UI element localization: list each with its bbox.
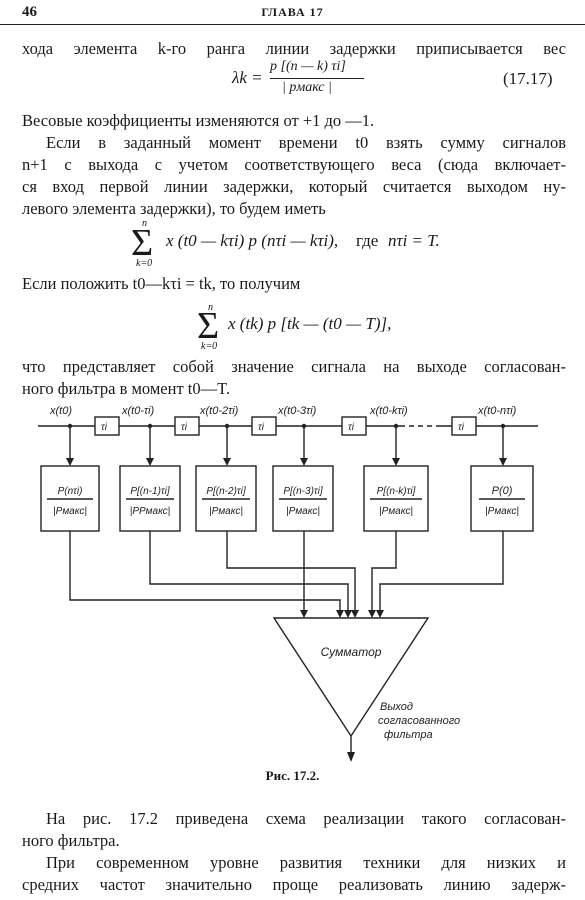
sum-upper-limit: n — [142, 218, 147, 229]
signal-label: x(t0) — [49, 405, 72, 417]
eq-lhs: λk = — [232, 68, 263, 87]
signal-label: x(t0-kτi) — [369, 405, 408, 417]
eq-numerator: p [(n — k) τi] — [270, 59, 346, 74]
weight-numerator: P(nτi) — [58, 486, 83, 497]
delay-box — [341, 416, 367, 436]
delay-label: τi — [348, 422, 355, 433]
delay-label: τi — [181, 422, 188, 433]
signal-label: x(t0-τi) — [121, 405, 155, 417]
text-line: левого элемента задержки), то будем имет… — [22, 199, 326, 218]
text-line: Если положить t0—kτi = tk, то получим — [22, 274, 301, 293]
weight-numerator: P[(n-3)τi] — [283, 486, 323, 497]
sum-upper-limit: n — [208, 302, 213, 313]
weight-denominator: |PPмакс| — [130, 506, 171, 517]
text-line: ного фильтра. — [22, 831, 120, 850]
delay-label: τi — [458, 422, 465, 433]
text-line: что представляет собой значение сигнала … — [22, 357, 566, 376]
output-label: согласованного — [378, 715, 460, 727]
signal-label: x(t0-nτi) — [477, 405, 517, 417]
sum-lower-limit: k=0 — [201, 341, 218, 352]
weight-denominator: |Pмакс| — [286, 506, 320, 517]
delay-label: τi — [101, 422, 108, 433]
delay-box — [251, 416, 277, 436]
text-line: ного фильтра в момент t0—T. — [22, 379, 231, 398]
delay-box — [174, 416, 200, 436]
eq-condition: nτi = T. — [388, 231, 440, 250]
figure-caption: Рис. 17.2. — [265, 768, 320, 783]
equation-number: (17.17) — [503, 69, 553, 88]
weight-denominator: |Pмакс| — [209, 506, 243, 517]
text-line: n+1 с выхода с учетом соответствующего в… — [22, 155, 566, 174]
delay-label: τi — [258, 422, 265, 433]
weight-box — [272, 465, 334, 532]
page-number: 46 — [22, 4, 37, 20]
weight-numerator: P[(n-k)τi] — [377, 486, 416, 497]
chapter-title: ГЛАВА 17 — [261, 5, 324, 19]
sum-sign: Σ — [131, 222, 154, 264]
output-label: Выход — [380, 701, 413, 713]
output-label: фильтра — [384, 729, 433, 741]
text-line: Если в заданный момент времени t0 взять … — [46, 133, 566, 152]
text-line: На рис. 17.2 приведена схема реализации … — [46, 809, 566, 828]
figure-17-2-block-diagram: x(t0) x(t0-τi) x(t0-2τi) x(t0-3τi) x(t0-… — [38, 405, 538, 762]
weight-numerator: P[(n-2)τi] — [206, 486, 246, 497]
text-line: Весовые коэффициенты изменяются от +1 до… — [22, 111, 375, 130]
signal-label: x(t0-3τi) — [277, 405, 317, 417]
weight-numerator: P[(n-1)τi] — [130, 486, 170, 497]
eq-denominator: | pмакс | — [282, 80, 332, 95]
text-line: средних частот значительно проще реализо… — [22, 875, 566, 894]
text-line: хода элемента k-го ранга линии задержки … — [22, 39, 566, 58]
text-line: При современном уровне развития техники … — [46, 853, 566, 872]
adder-label: Сумматор — [321, 645, 382, 659]
eq-where: где — [356, 231, 379, 250]
sum-sign: Σ — [197, 305, 220, 347]
weight-numerator: P(0) — [492, 485, 513, 497]
adder-triangle — [272, 617, 430, 738]
delay-box — [94, 416, 120, 436]
sum-lower-limit: k=0 — [136, 258, 153, 269]
delay-box — [451, 416, 477, 436]
fraction-bar — [270, 78, 364, 79]
weight-denominator: |Pмакс| — [379, 506, 413, 517]
weight-box — [195, 465, 257, 532]
weight-denominator: |Pмакс| — [53, 506, 87, 517]
running-header: 46 ГЛАВА 17 — [0, 2, 585, 25]
text-line: ся вход первой линии задержки, который с… — [22, 177, 566, 196]
signal-label: x(t0-2τi) — [199, 405, 239, 417]
eq-body: x (t0 — kτi) p (nτi — kτi), — [166, 231, 339, 250]
weight-box — [470, 465, 534, 532]
weight-denominator: |Pмакс| — [485, 506, 519, 517]
eq-body: x (tk) p [tk — (t0 — T)], — [228, 314, 392, 333]
